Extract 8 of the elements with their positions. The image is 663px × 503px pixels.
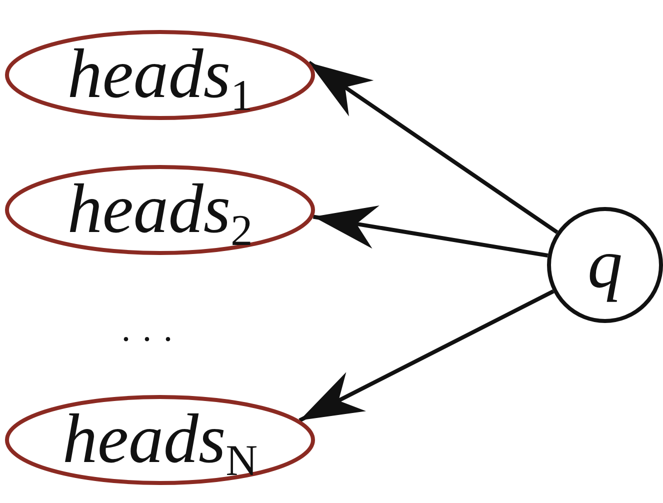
node-label: q <box>588 230 622 300</box>
node-label: heads$_{N}$ <box>62 405 258 475</box>
node-label: heads$_{1}$ <box>67 40 253 110</box>
arrow <box>298 290 554 422</box>
arrow <box>312 206 548 258</box>
arrow <box>308 60 558 234</box>
node-label: heads$_{2}$ <box>67 175 253 245</box>
ellipsis-label: · · · <box>120 318 174 360</box>
